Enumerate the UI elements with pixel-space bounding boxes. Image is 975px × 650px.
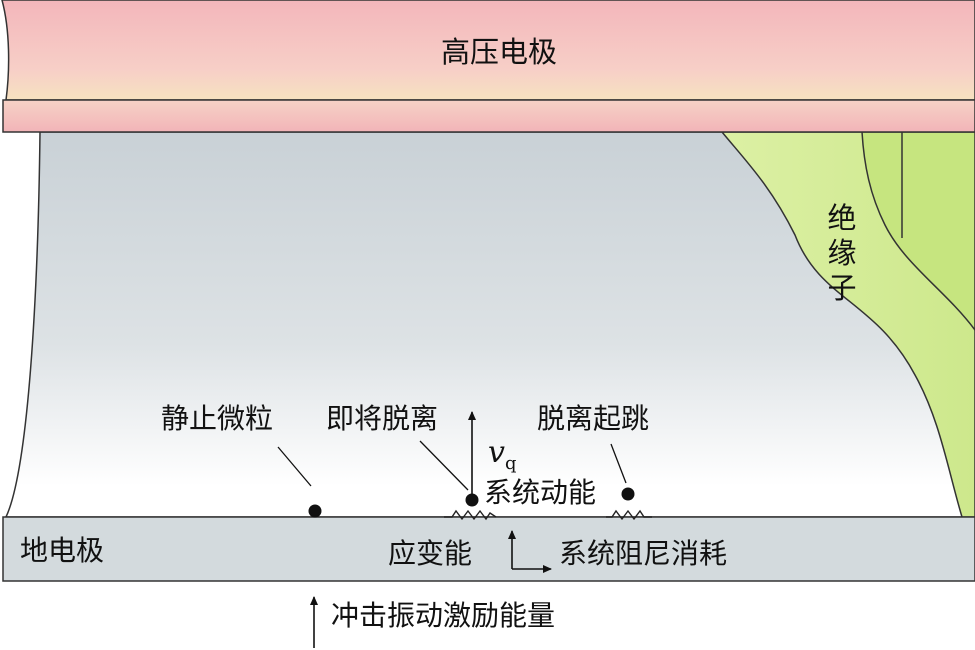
velocity-symbol: v bbox=[488, 435, 505, 470]
velocity-subscript: q bbox=[505, 453, 517, 474]
system-damping-loss-label: 系统阻尼消耗 bbox=[559, 537, 727, 570]
ground-electrode-body bbox=[2, 516, 975, 582]
insulator-label-char: 绝 bbox=[827, 201, 856, 235]
velocity-label: vq bbox=[488, 435, 516, 474]
detached-particle-dot bbox=[621, 487, 635, 501]
gas-gap-region bbox=[4, 131, 975, 518]
impact-vibration-energy-label: 冲击振动激励能量 bbox=[331, 599, 555, 632]
spring-about-to-leave bbox=[444, 509, 497, 521]
insulator-inner-shed bbox=[861, 131, 975, 332]
insulator-label-char: 子 bbox=[827, 271, 856, 305]
detached-jump-label: 脱离起跳 bbox=[537, 402, 649, 435]
hv-electrode-lip bbox=[2, 99, 975, 133]
insulator-label: 绝缘子 bbox=[827, 201, 856, 305]
static-particle-label: 静止微粒 bbox=[161, 402, 273, 435]
system-kinetic-energy-label: 系统动能 bbox=[484, 476, 596, 509]
static-particle-dot bbox=[308, 504, 322, 518]
static-particle-leader bbox=[277, 446, 312, 487]
about-to-leave-label: 即将脱离 bbox=[326, 402, 438, 435]
insulator-label-char: 缘 bbox=[827, 236, 856, 270]
detached-jump-leader bbox=[610, 443, 627, 484]
about-to-leave-leader bbox=[419, 440, 469, 491]
spring-detached bbox=[606, 509, 652, 521]
strain-energy-label: 应变能 bbox=[388, 537, 472, 570]
ground-electrode-label: 地电极 bbox=[20, 534, 104, 567]
hv-electrode-label: 高压电极 bbox=[441, 35, 557, 69]
about-to-leave-particle-dot bbox=[465, 493, 479, 507]
